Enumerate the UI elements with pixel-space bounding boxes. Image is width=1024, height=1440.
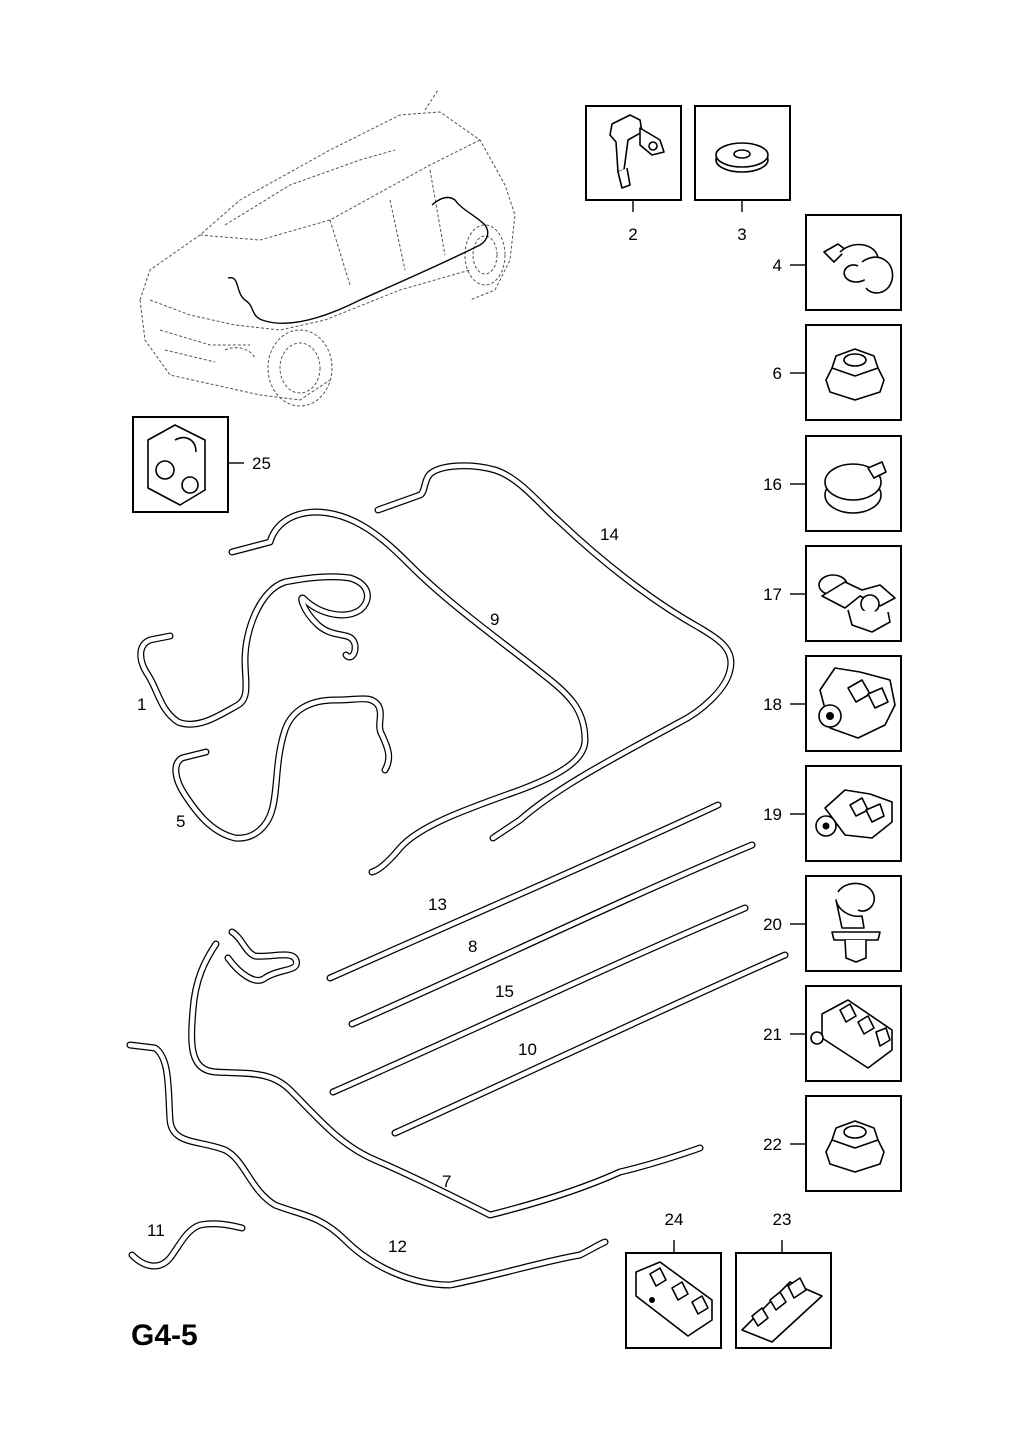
line-7: [188, 928, 704, 1219]
part-box-20: [805, 875, 902, 972]
line-13: [326, 801, 722, 982]
callout-2: 2: [628, 225, 637, 244]
callout-5: 5: [176, 812, 185, 831]
line-1: [137, 573, 371, 728]
line-9: [228, 508, 589, 876]
hose-clamp-icon: [824, 461, 887, 514]
hex-nut-icon: [825, 1120, 885, 1173]
bracket-icon: [609, 114, 665, 189]
part-box-23: [735, 1252, 832, 1349]
part-box-21: [805, 985, 902, 1082]
callout-15: 15: [495, 982, 514, 1001]
callout-13: 13: [428, 895, 447, 914]
callout-4: 4: [773, 256, 782, 275]
part-box-19: [805, 765, 902, 862]
line-holder-icon: [810, 999, 893, 1069]
callout-8: 8: [468, 937, 477, 956]
line-10: [391, 951, 789, 1137]
line-holder-icon: [818, 667, 896, 739]
hex-nut-icon: [825, 348, 885, 401]
part-box-3: [694, 105, 791, 201]
washer-icon: [715, 142, 769, 173]
line-holder-icon: [147, 424, 206, 506]
line-5: [172, 695, 393, 842]
callout-19: 19: [763, 805, 782, 824]
line-holder-icon: [815, 789, 893, 839]
part-box-4: [805, 214, 902, 311]
part-box-18: [805, 655, 902, 752]
callout-20: 20: [763, 915, 782, 934]
clip-icon: [823, 243, 894, 294]
part-box-6: [805, 324, 902, 421]
line-8: [348, 841, 756, 1028]
callout-1: 1: [137, 695, 146, 714]
callout-12: 12: [388, 1237, 407, 1256]
line-14: [374, 462, 735, 842]
callout-21: 21: [763, 1025, 782, 1044]
callout-16: 16: [763, 475, 782, 494]
callout-24: 24: [665, 1210, 684, 1229]
diagram-code: G4-5: [131, 1319, 198, 1352]
vehicle-overview-icon: [139, 89, 516, 407]
part-box-17: [805, 545, 902, 642]
line-15: [329, 904, 749, 1096]
callout-11: 11: [147, 1221, 165, 1240]
part-box-2: [585, 105, 682, 201]
callout-7: 7: [442, 1172, 451, 1191]
clip-icon: [831, 882, 881, 963]
line-holder-icon: [635, 1261, 713, 1337]
callout-22: 22: [763, 1135, 782, 1154]
callout-17: 17: [763, 585, 782, 604]
part-box-24: [625, 1252, 722, 1349]
line-holder-icon: [741, 1277, 823, 1343]
line-12: [126, 1041, 609, 1289]
callout-9: 9: [490, 610, 499, 629]
line-holder-icon: [818, 574, 896, 633]
callout-6: 6: [773, 364, 782, 383]
callout-18: 18: [763, 695, 782, 714]
part-box-16: [805, 435, 902, 532]
part-box-22: [805, 1095, 902, 1192]
line-11: [128, 1220, 246, 1270]
callout-23: 23: [773, 1210, 792, 1229]
callout-14: 14: [600, 525, 619, 544]
callout-3: 3: [737, 225, 746, 244]
part-box-25: [132, 416, 229, 513]
callout-10: 10: [518, 1040, 537, 1059]
callout-25: 25: [252, 454, 271, 473]
